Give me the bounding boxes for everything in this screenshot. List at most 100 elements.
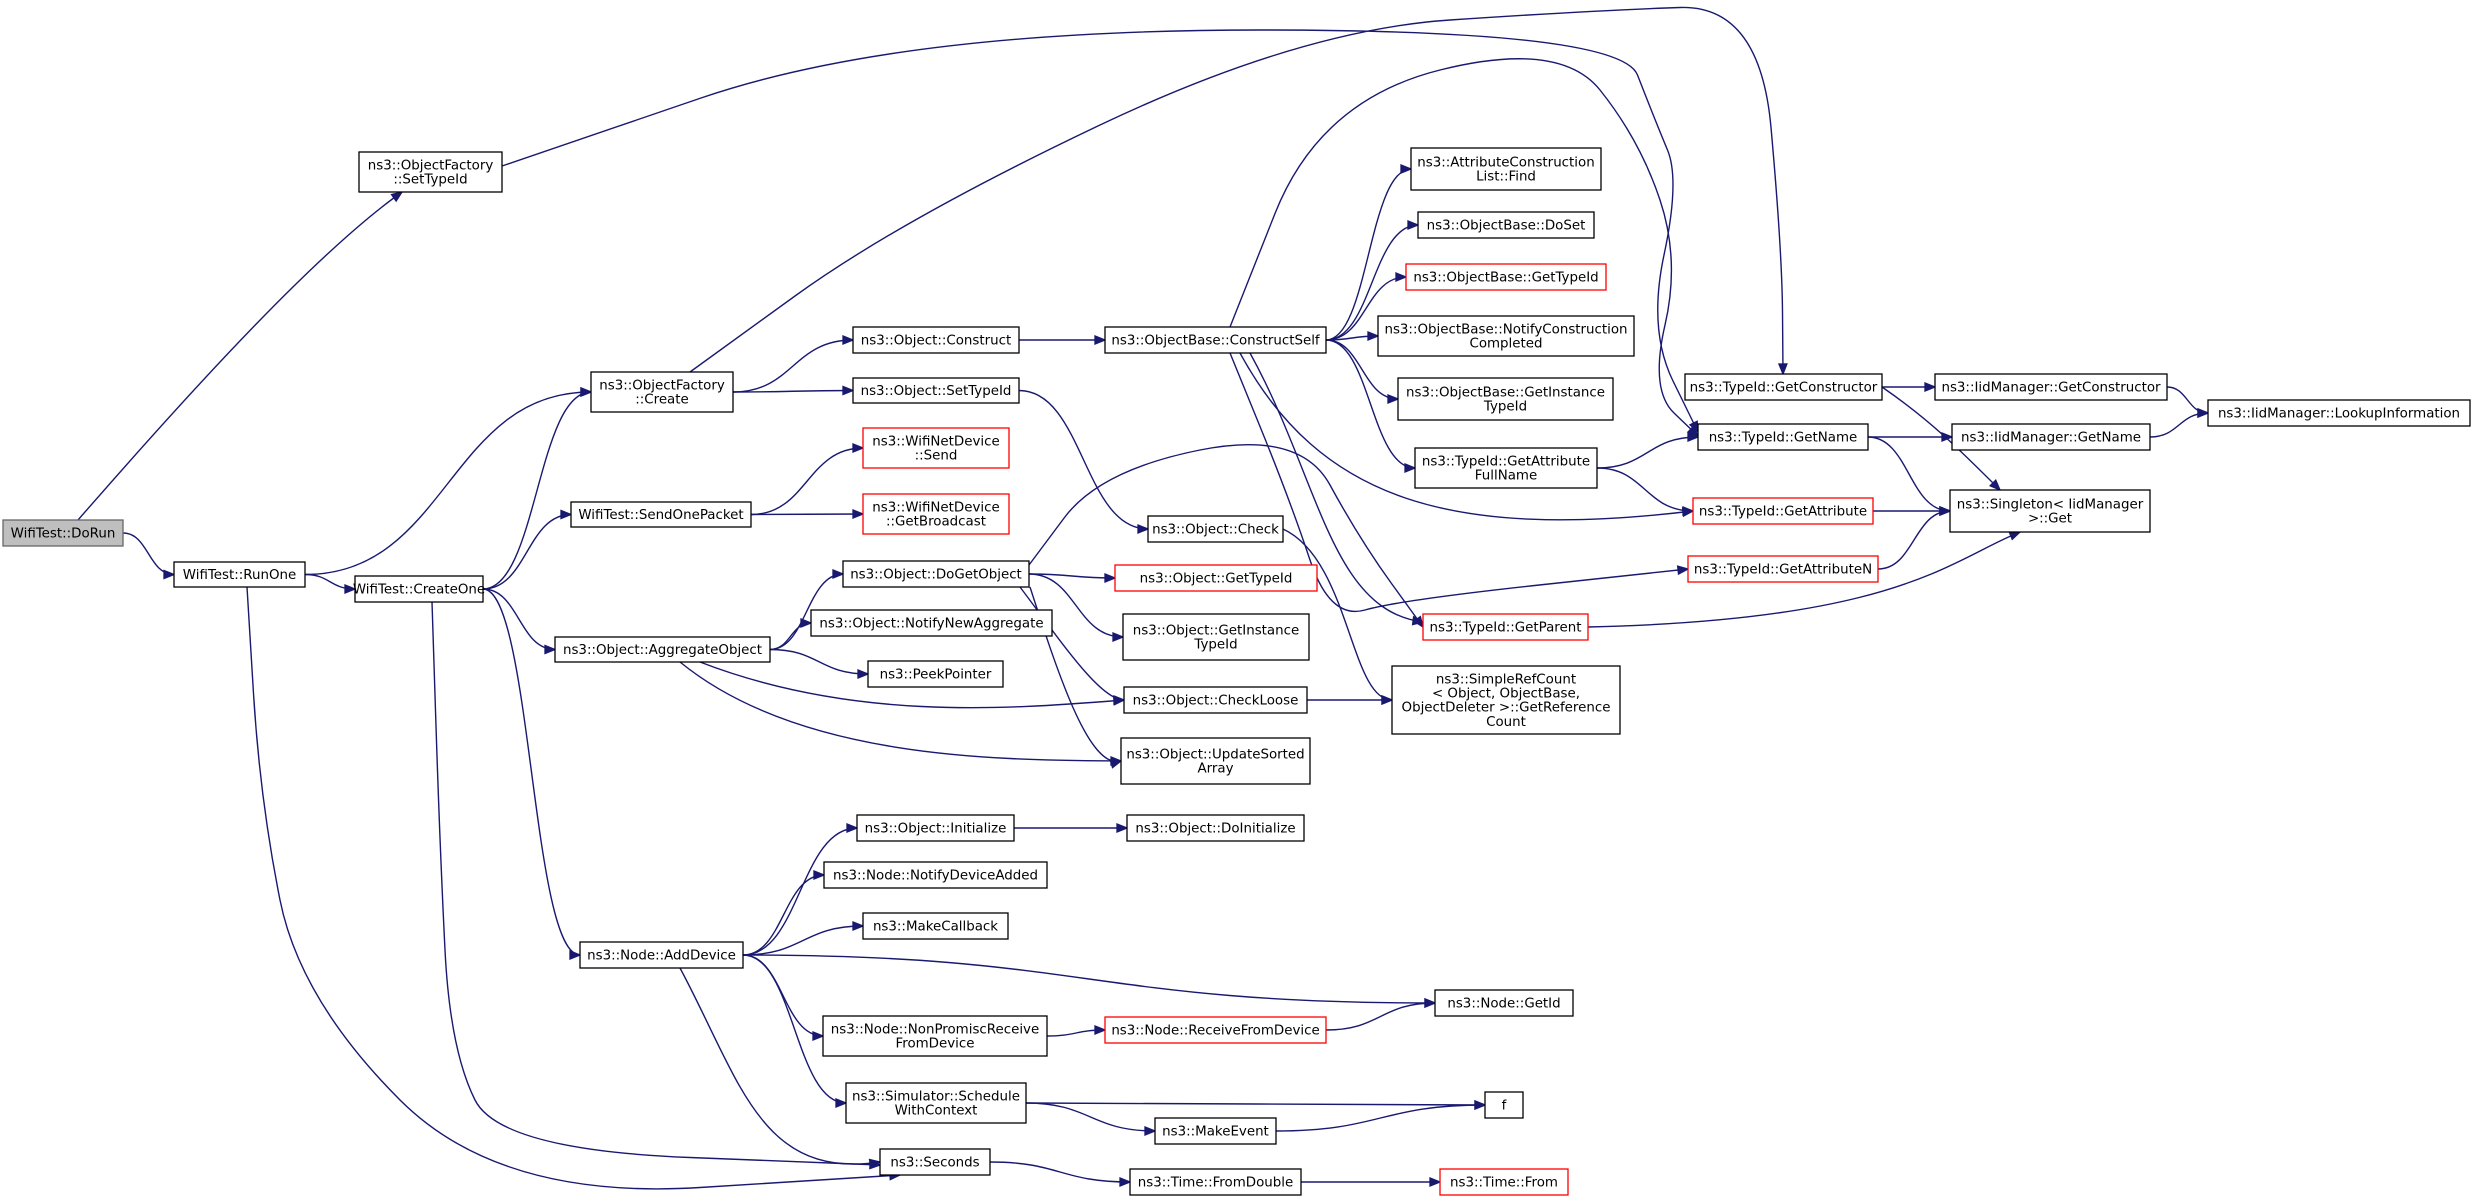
node-label: ns3::TypeId::GetAttribute <box>1699 505 1867 520</box>
node-runOne[interactable]: WifiTest::RunOne <box>173 561 306 588</box>
edge-ofCreate-to-construct <box>732 335 855 393</box>
node-doRun: WifiTest::DoRun <box>2 519 124 547</box>
node-doSet[interactable]: ns3::ObjectBase::DoSet <box>1417 211 1595 239</box>
node-box <box>2207 399 2471 427</box>
arrowhead <box>1387 394 1400 404</box>
node-box <box>1414 447 1598 489</box>
node-getAttribute[interactable]: ns3::TypeId::GetAttribute <box>1692 497 1874 525</box>
arrowhead <box>835 1098 848 1108</box>
arrowhead <box>857 669 870 679</box>
node-box <box>867 660 1004 688</box>
node-box <box>852 326 1020 354</box>
node-wifiSend[interactable]: ns3::WifiNetDevice::Send <box>862 427 1010 469</box>
node-getParent[interactable]: ns3::TypeId::GetParent <box>1422 613 1589 641</box>
node-objInitialize[interactable]: ns3::Object::Initialize <box>856 814 1015 842</box>
node-label: ns3::MakeEvent <box>1162 1125 1269 1140</box>
node-singletonGet[interactable]: ns3::Singleton< IidManager >::Get <box>1949 489 2151 533</box>
node-objGetTypeId[interactable]: ns3::Object::GetTypeId <box>1114 564 1318 592</box>
node-label: ns3::Object::CheckLoose <box>1133 694 1299 709</box>
node-objSetTypeId[interactable]: ns3::Object::SetTypeId <box>852 377 1020 404</box>
edge-objInitialize-to-doInitialize <box>1013 823 1129 833</box>
edge-fromDouble-to-timeFrom <box>1301 1177 1442 1187</box>
node-nodeGetId[interactable]: ns3::Node::GetId <box>1434 989 1574 1017</box>
node-doGetObject[interactable]: ns3::Object::DoGetObject <box>842 560 1030 588</box>
node-setTypeIdF[interactable]: ns3::ObjectFactory::SetTypeId <box>358 151 503 193</box>
edge-addDevice-to-nodeGetId <box>742 954 1437 1008</box>
node-label: ns3::TypeId::GetConstructor <box>1690 381 1878 396</box>
node-wifiBroadcast[interactable]: ns3::WifiNetDevice::GetBroadcast <box>862 493 1010 535</box>
node-createOne[interactable]: WifiTest::CreateOne <box>353 575 485 603</box>
node-notifyConstr[interactable]: ns3::ObjectBase::NotifyConstructionCompl… <box>1377 315 1635 357</box>
arrowhead <box>1988 478 2002 492</box>
node-label: WifiTest::CreateOne <box>353 583 485 598</box>
arrowhead <box>560 509 573 520</box>
node-iidGetConstructor[interactable]: ns3::IidManager::GetConstructor <box>1934 373 2168 401</box>
node-box <box>810 609 1053 637</box>
node-f[interactable]: f <box>1484 1091 1524 1119</box>
node-box <box>1484 1091 1524 1119</box>
node-objCheck[interactable]: ns3::Object::Check <box>1147 515 1284 543</box>
node-iidGetName[interactable]: ns3::IidManager::GetName <box>1951 423 2151 451</box>
edge-createOne-to-ofCreate <box>482 387 593 590</box>
node-aggregate[interactable]: ns3::Object::AggregateObject <box>554 636 771 663</box>
node-label: ns3::TypeId::GetAttribute <box>1422 455 1590 470</box>
node-sendOne[interactable]: WifiTest::SendOnePacket <box>570 501 752 528</box>
edge-seconds-to-fromDouble <box>989 1161 1132 1187</box>
edge-getName-to-singletonGet <box>1867 436 1952 516</box>
arrowhead <box>1137 524 1150 534</box>
arrowhead <box>390 190 404 203</box>
node-label: ns3::Object::DoGetObject <box>850 568 1022 583</box>
node-lookupInfo[interactable]: ns3::IidManager::LookupInformation <box>2207 399 2471 427</box>
arrowhead <box>1144 1126 1157 1136</box>
edge-constructSelf-to-getName <box>1229 58 1700 438</box>
node-fromDouble[interactable]: ns3::Time::FromDouble <box>1129 1168 1302 1196</box>
edge-getAttrFull-to-getName <box>1596 432 1700 469</box>
node-getName[interactable]: ns3::TypeId::GetName <box>1697 423 1869 451</box>
arrowhead <box>1429 1177 1442 1187</box>
arrowhead <box>1109 759 1123 769</box>
node-getAttributeN[interactable]: ns3::TypeId::GetAttributeN <box>1687 555 1879 583</box>
node-makeCallback[interactable]: ns3::MakeCallback <box>862 912 1009 940</box>
node-obGetTypeId[interactable]: ns3::ObjectBase::GetTypeId <box>1405 263 1607 291</box>
node-constructSelf[interactable]: ns3::ObjectBase::ConstructSelf <box>1104 326 1327 354</box>
arrowhead <box>812 1031 825 1041</box>
node-simpleRef[interactable]: ns3::SimpleRefCount< Object, ObjectBase,… <box>1391 665 1621 735</box>
node-doInitialize[interactable]: ns3::Object::DoInitialize <box>1126 814 1305 842</box>
node-box <box>1422 613 1589 641</box>
node-ofCreate[interactable]: ns3::ObjectFactory::Create <box>590 371 734 413</box>
node-construct[interactable]: ns3::Object::Construct <box>852 326 1020 354</box>
arrowhead <box>1411 615 1425 626</box>
node-notifyDevAdded[interactable]: ns3::Node::NotifyDeviceAdded <box>823 861 1048 889</box>
edge-ofCreate-to-objSetTypeId <box>732 385 855 396</box>
node-label: ns3::TypeId::GetAttributeN <box>1694 563 1872 578</box>
node-label: Completed <box>1469 337 1542 352</box>
node-box <box>1410 147 1602 191</box>
node-makeEvent[interactable]: ns3::MakeEvent <box>1154 1117 1277 1145</box>
edge-getConstructor-to-iidGetConstructor <box>1881 382 1937 392</box>
arrowhead <box>1407 220 1420 230</box>
node-label: ns3::IidManager::GetName <box>1961 431 2141 446</box>
edge-constructSelf-to-doSet <box>1325 220 1420 341</box>
node-seconds[interactable]: ns3::Seconds <box>879 1148 991 1176</box>
node-timeFrom[interactable]: ns3::Time::From <box>1439 1168 1569 1196</box>
node-label: List::Find <box>1476 170 1536 185</box>
node-notifyNewAgg[interactable]: ns3::Object::NotifyNewAggregate <box>810 609 1053 637</box>
node-checkLoose[interactable]: ns3::Object::CheckLoose <box>1123 686 1308 714</box>
node-label: ns3::Time::FromDouble <box>1138 1176 1293 1191</box>
node-box <box>1129 1168 1302 1196</box>
edge-makeEvent-to-f <box>1275 1100 1487 1132</box>
node-label: ns3::Object::NotifyNewAggregate <box>819 617 1043 632</box>
node-receiveFromDev[interactable]: ns3::Node::ReceiveFromDevice <box>1104 1016 1327 1044</box>
node-label: TypeId <box>1193 638 1237 653</box>
node-getConstructor[interactable]: ns3::TypeId::GetConstructor <box>1684 373 1883 401</box>
node-addDevice[interactable]: ns3::Node::AddDevice <box>579 941 744 969</box>
node-peekPointer[interactable]: ns3::PeekPointer <box>867 660 1004 688</box>
node-label: ::Send <box>915 449 958 464</box>
